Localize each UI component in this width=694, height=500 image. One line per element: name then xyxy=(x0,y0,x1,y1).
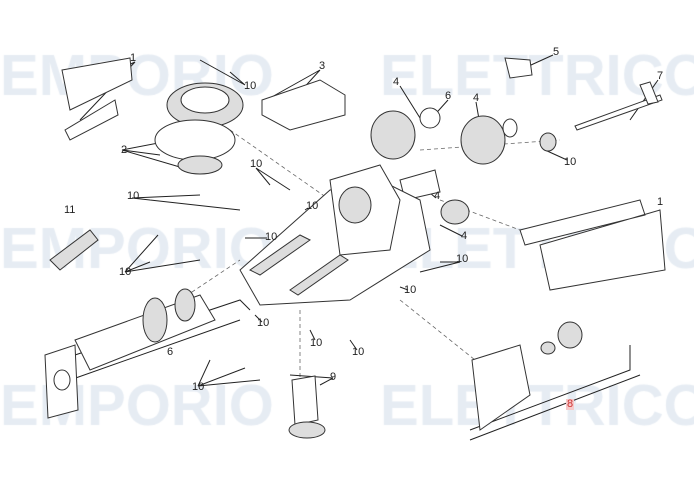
part-label: 3 xyxy=(319,60,326,72)
part-label: 10 xyxy=(564,156,577,168)
part-label: 4 xyxy=(473,92,480,104)
part-label: 4 xyxy=(434,190,441,202)
part-label: 5 xyxy=(553,46,560,58)
part-label: 10 xyxy=(352,346,365,358)
part-label: 7 xyxy=(657,70,664,82)
part-label: 10 xyxy=(127,190,140,202)
part-label: 2 xyxy=(121,144,128,156)
part-label-highlighted[interactable]: 8 xyxy=(566,398,575,410)
part-label: 10 xyxy=(250,158,263,170)
part-label: 10 xyxy=(456,253,469,265)
parts xyxy=(44,57,666,439)
part-label: 10 xyxy=(119,266,132,278)
part-label: 10 xyxy=(265,231,278,243)
part-label: 10 xyxy=(404,284,417,296)
part-label: 10 xyxy=(257,317,270,329)
part-label: 4 xyxy=(461,230,468,242)
part-label: 6 xyxy=(167,346,174,358)
part-label: 11 xyxy=(64,204,76,216)
part-label: 10 xyxy=(306,200,319,212)
part-label: 1 xyxy=(657,196,664,208)
part-label: 6 xyxy=(445,90,452,102)
part-label: 10 xyxy=(244,80,257,92)
part-label: 4 xyxy=(393,76,400,88)
part-label: 1 xyxy=(130,52,137,64)
part-label: 10 xyxy=(192,381,205,393)
part-label: 10 xyxy=(310,337,323,349)
part-label: 9 xyxy=(330,371,337,383)
